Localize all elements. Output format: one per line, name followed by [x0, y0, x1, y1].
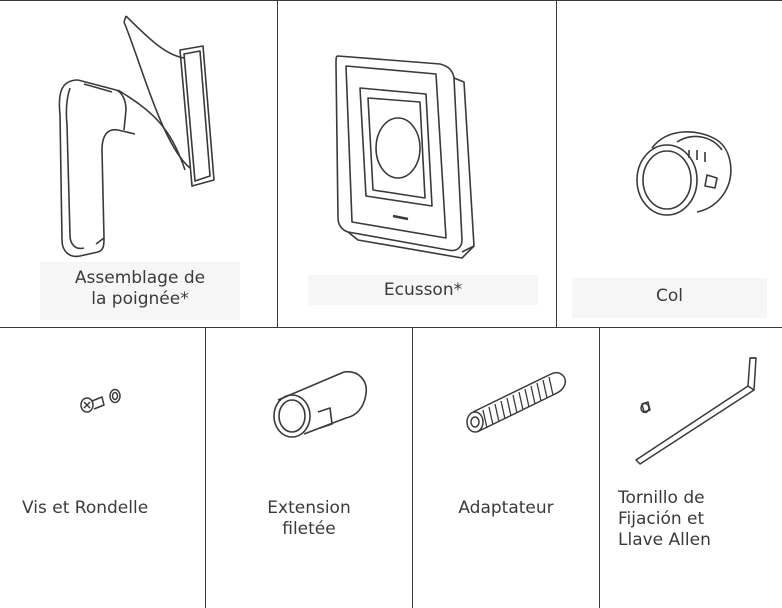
part-label-handle: Assemblage de la poignée*: [74, 268, 206, 309]
collar-icon: [636, 131, 732, 216]
label-band: [308, 275, 538, 305]
grid-divider-1: [277, 0, 278, 328]
part-label-screw-washer: Vis et Rondelle: [22, 498, 149, 518]
part-label-adapter: Adaptateur: [458, 498, 554, 518]
part-cell-handle: Assemblage de la poignée*: [0, 0, 277, 327]
grid-divider-4: [412, 328, 413, 608]
screw-washer-icon: [80, 388, 121, 413]
set-screw-allen-key-icon: [635, 357, 757, 465]
part-cell-set-screw-allen: Tornillo de Fijación et Llave Allen: [600, 328, 782, 608]
grid-divider-3: [205, 328, 206, 608]
part-cell-escutcheon: Ecusson*: [278, 0, 556, 327]
threaded-extension-icon: [273, 370, 368, 438]
escutcheon-icon: [335, 55, 475, 259]
part-cell-extension: Extension filetée: [206, 328, 412, 608]
part-label-escutcheon: Ecusson*: [383, 280, 463, 300]
grid-divider-2: [556, 0, 557, 328]
part-cell-collar: Col: [557, 0, 782, 327]
adapter-icon: [466, 372, 567, 433]
handle-assembly-icon: [58, 15, 215, 258]
label-band: [572, 278, 767, 318]
part-label-extension: Extension filetée: [267, 498, 351, 539]
grid-top-border: [0, 0, 782, 1]
grid-middle-border: [0, 327, 782, 328]
part-cell-adapter: Adaptateur: [413, 328, 599, 608]
part-cell-screw-washer: Vis et Rondelle: [0, 328, 205, 608]
label-band: [40, 262, 240, 320]
part-label-set-screw-allen: Tornillo de Fijación et Llave Allen: [618, 488, 711, 550]
part-label-collar: Col: [656, 286, 683, 306]
grid-divider-5: [599, 328, 600, 608]
